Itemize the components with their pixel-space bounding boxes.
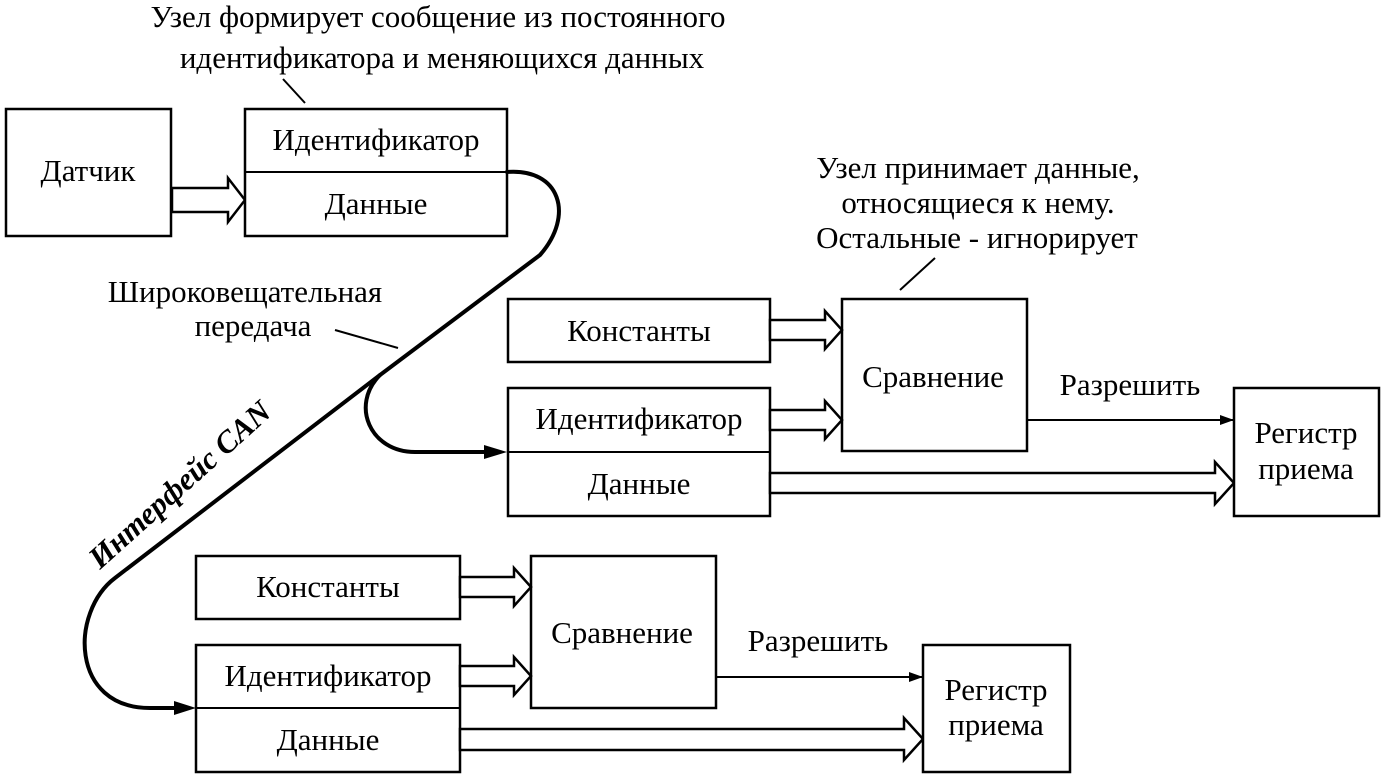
- receiver-2-identifier-arrow: [458, 653, 533, 699]
- broadcast-note-line-2: передача: [195, 308, 312, 343]
- can-interface-label: Интерфейс CAN: [81, 392, 279, 575]
- receiver-note-line-1: Узел принимает данные,: [816, 150, 1140, 185]
- receiver-1-compare-label: Сравнение: [862, 359, 1004, 394]
- sensor-label: Датчик: [41, 153, 137, 188]
- sender-data-label: Данные: [325, 186, 428, 221]
- receiver-1-constants-box: [506, 297, 772, 364]
- sender-note-line-2: идентификатора и меняющихся данных: [180, 40, 705, 75]
- sensor-box: [4, 107, 173, 238]
- broadcast-note-line-1: Широковещательная: [108, 274, 382, 309]
- receiver-2-compare-box: [529, 554, 718, 710]
- receiver-1-constants-label: Константы: [567, 313, 711, 348]
- broadcast-note-leader: [334, 329, 399, 349]
- sender-note-line-1: Узел формирует сообщение из постоянного: [151, 0, 726, 34]
- receiver-1-data-label: Данные: [588, 466, 691, 501]
- receiver-2-constants-box: [194, 554, 462, 621]
- receiver-note-leader: [899, 257, 936, 291]
- bus-arrowhead-lower: [174, 701, 196, 715]
- sensor-to-message-arrow: [170, 174, 247, 226]
- receiver-1-enable-label: Разрешить: [1060, 367, 1201, 402]
- receiver-note-line-2: относящиеся к нему.: [841, 185, 1114, 220]
- sender-note-leader: [282, 78, 306, 104]
- receiver-1-register-line-2: приема: [1258, 451, 1354, 486]
- receiver-1-register-line-1: Регистр: [1254, 415, 1357, 450]
- receiver-2-register-line-2: приема: [948, 707, 1044, 742]
- can-bus-line-upper: [363, 169, 561, 454]
- receiver-2-register-box: [921, 643, 1072, 774]
- receiver-2-data-arrow: [458, 714, 925, 764]
- receiver-1-data-arrow: [768, 458, 1236, 508]
- receiver-node-2: Константы Идентификатор Данные Сравнение…: [194, 554, 1072, 774]
- receiver-1-constants-arrow: [768, 307, 844, 353]
- receiver-2-enable-label: Разрешить: [748, 623, 889, 658]
- receiver-1-compare-box: [840, 297, 1029, 453]
- receiver-2-data-label: Данные: [277, 722, 380, 757]
- receiver-node-1: Константы Идентификатор Данные Сравнение…: [506, 297, 1381, 518]
- receiver-1-identifier-label: Идентификатор: [535, 401, 742, 436]
- bus-arrowhead-upper: [484, 445, 507, 459]
- receiver-2-constants-label: Константы: [256, 569, 400, 604]
- sender-identifier-label: Идентификатор: [272, 122, 479, 157]
- can-bus-line-lower: [82, 373, 382, 710]
- receiver-1-identifier-arrow: [768, 397, 844, 443]
- receiver-2-compare-label: Сравнение: [551, 615, 693, 650]
- receiver-note-line-3: Остальные - игнорирует: [816, 220, 1138, 255]
- receiver-2-constants-arrow: [458, 564, 533, 610]
- receiver-1-register-box: [1232, 386, 1381, 518]
- receiver-2-identifier-label: Идентификатор: [224, 658, 431, 693]
- receiver-2-register-line-1: Регистр: [944, 672, 1047, 707]
